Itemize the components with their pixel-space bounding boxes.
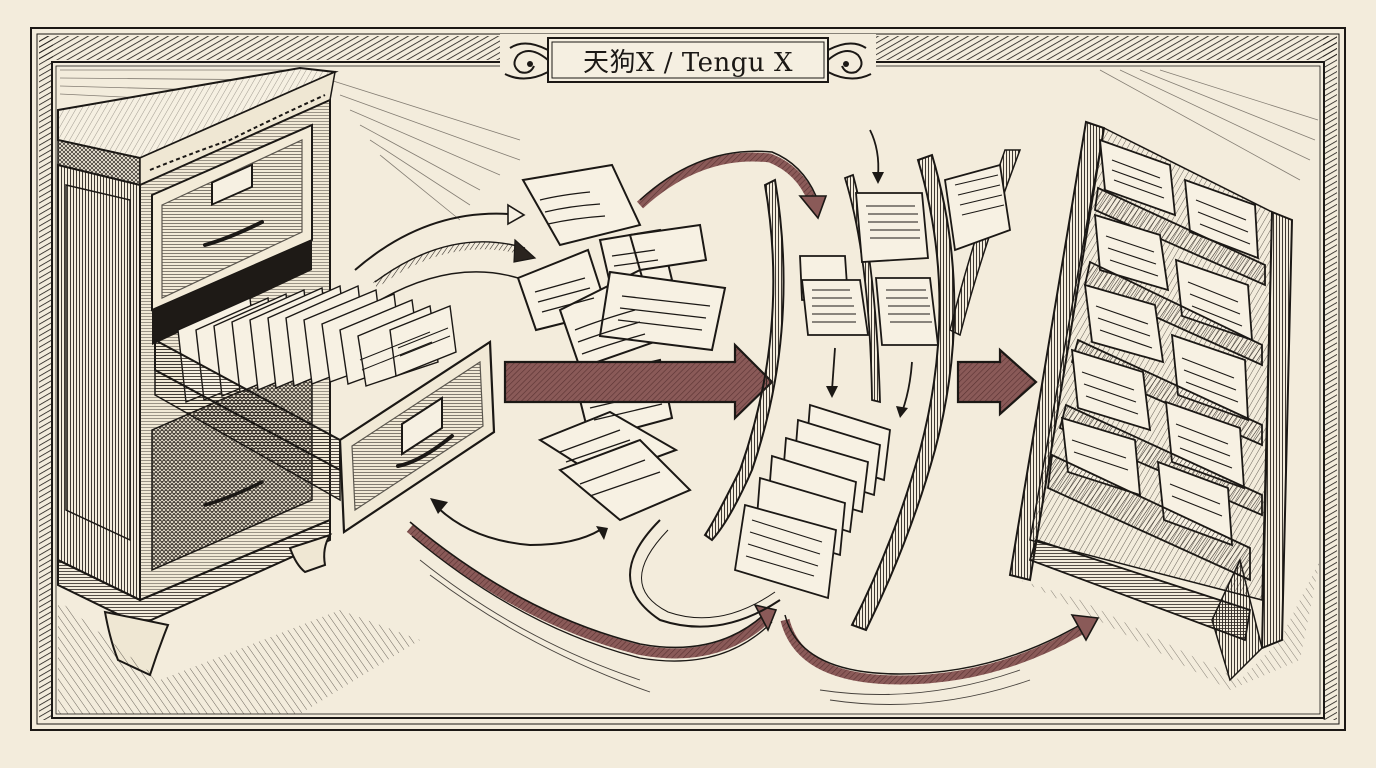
flow-arrow-to-rack (956, 347, 1038, 417)
scattered-papers (516, 163, 727, 522)
curved-sorting-channel (703, 129, 1022, 632)
incoming-thin-arrows (354, 203, 537, 301)
title-cartouche (500, 34, 876, 86)
title-label: 天狗X / Tengu X (583, 47, 793, 78)
background-light-rays (59, 69, 1319, 221)
filing-cabinet (57, 66, 420, 714)
curved-arrow-over-papers (636, 150, 828, 220)
open-drawer-with-cards (154, 284, 496, 534)
flow-arrow-to-sorter (503, 342, 774, 421)
lower-swoop-arrows (406, 498, 1100, 705)
display-rack (1008, 120, 1320, 690)
